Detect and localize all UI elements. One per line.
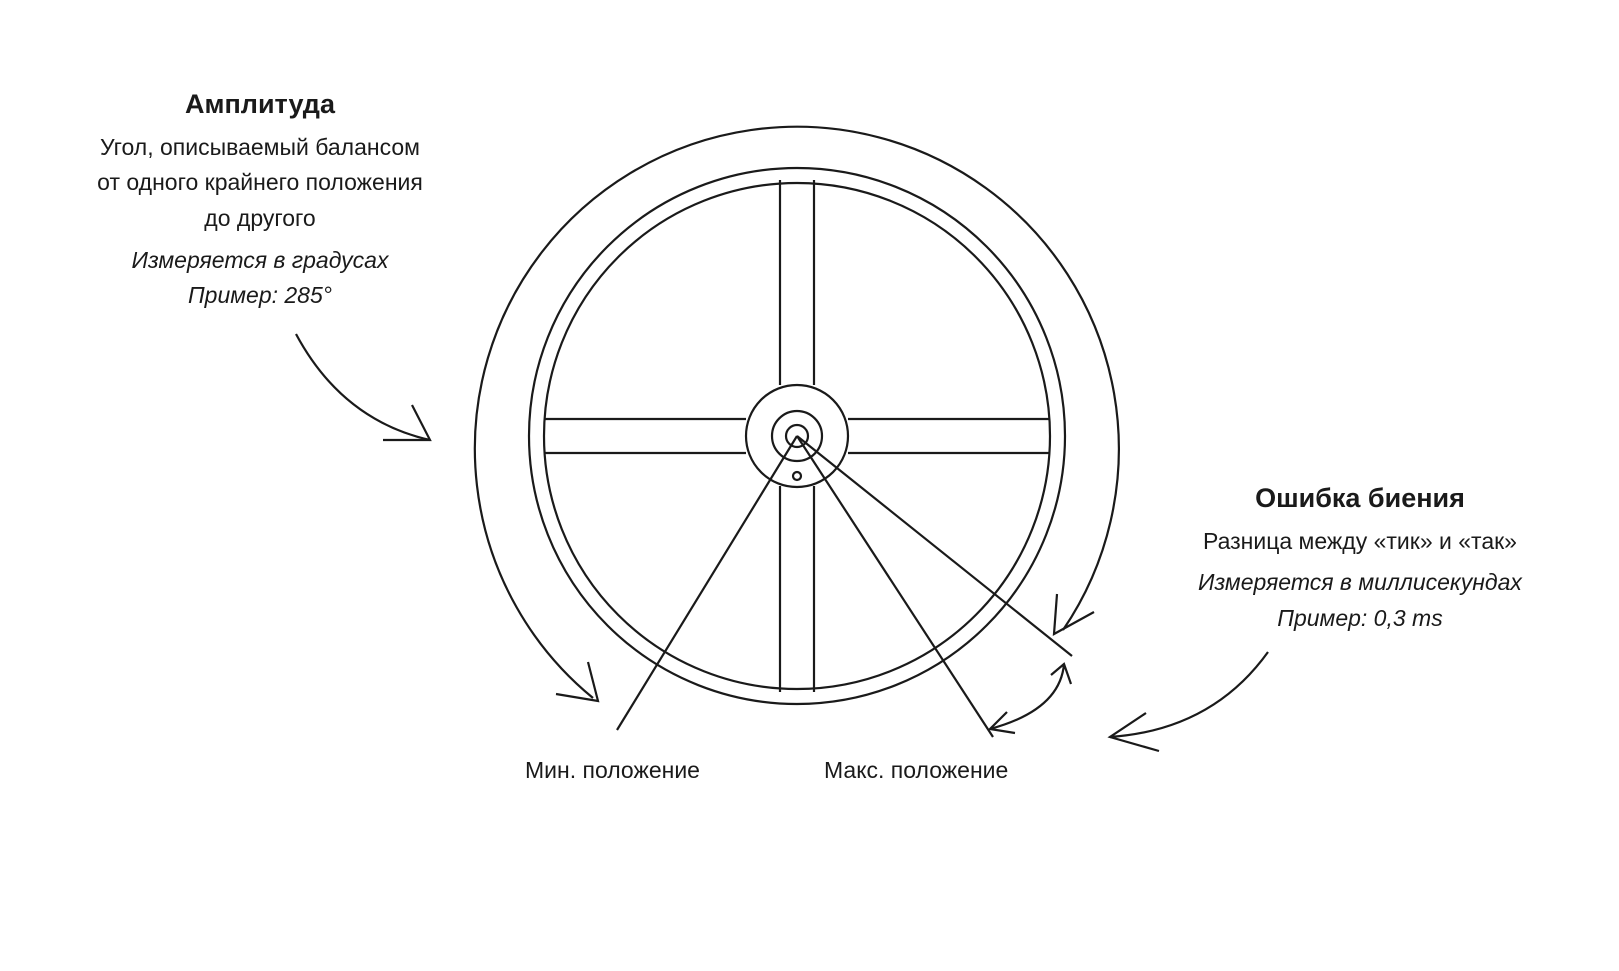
impulse-pin [791,470,803,482]
wheel-outer-rim [527,166,1067,706]
beat-error-arc [989,663,1066,731]
amplitude-text-line-3: до другого [204,205,316,232]
reference-ray [796,435,1073,657]
amplitude-title: Амплитуда [185,89,335,119]
amplitude-arc-arrowhead-right [1052,593,1095,636]
beat-error-pointer-arrowhead [1107,712,1160,753]
amplitude-pointer-arrow [295,333,431,442]
beat-error-pointer-arrow [1109,651,1269,739]
hub-collar [770,409,824,463]
beat-error-arrowhead-upper [1050,662,1073,685]
amplitude-description: Амплитуда Угол, описываемый балансом от … [40,84,480,314]
max-position-label: Макс. положение [824,757,1009,783]
wheel-inner-rim [542,181,1052,691]
amplitude-text-line-1: Угол, описываемый балансом [100,133,420,160]
amplitude-text-line-2: от одного крайнего положения [97,169,423,196]
amplitude-arc [473,125,1120,699]
beat-error-description: Ошибка биения Разница между «тик» и «так… [1130,478,1590,637]
amplitude-arc-arrowhead-left [555,661,600,703]
beat-error-example: Пример: 0,3 ms [1277,605,1443,632]
beat-error-unit-note: Измеряется в миллисекундах [1198,569,1522,596]
beat-error-arrowhead-lower [987,711,1016,735]
hub-pivot [784,423,810,449]
beat-error-title: Ошибка биения [1255,483,1465,513]
wheel-hub [744,383,850,489]
min-position-label: Мин. положение [525,757,700,783]
amplitude-unit-note: Измеряется в градусах [131,246,389,273]
min-position-ray [616,435,798,731]
amplitude-pointer-arrowhead [383,404,432,442]
beat-error-text-line-1: Разница между «тик» и «так» [1203,527,1517,554]
amplitude-example: Пример: 285° [188,282,332,309]
max-position-ray [796,435,994,738]
